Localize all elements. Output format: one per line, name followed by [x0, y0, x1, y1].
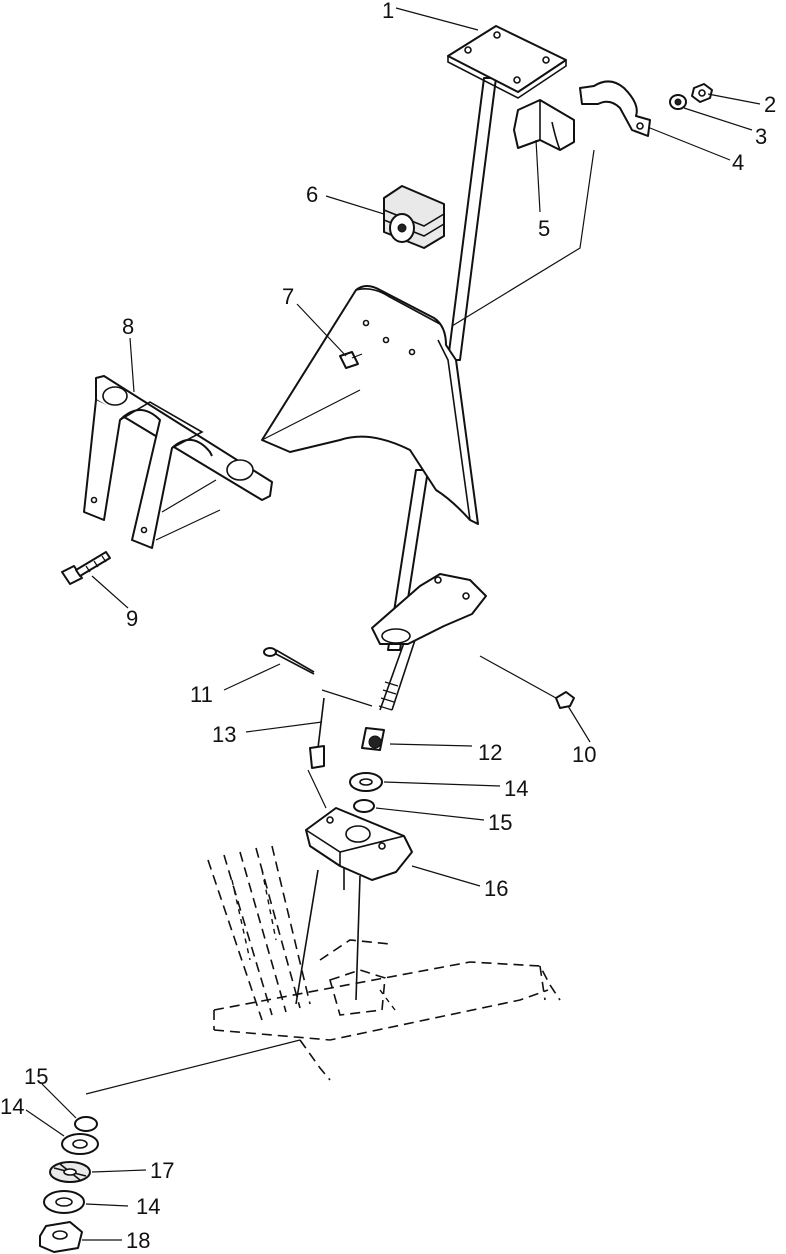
callout-12: 12 — [478, 740, 502, 765]
part-11-cotter-pin — [263, 647, 315, 675]
callout-16: 16 — [484, 876, 508, 901]
callout-17: 17 — [150, 1158, 174, 1183]
callout-1: 1 — [382, 0, 394, 23]
part-16-steering-block — [295, 807, 413, 1005]
callout-18: 18 — [126, 1228, 150, 1253]
callout-14-upper: 14 — [504, 776, 528, 801]
part-15-oring-lower — [74, 1116, 98, 1132]
part-14-washer-lower-2 — [43, 1190, 85, 1214]
part-14-washer-upper — [349, 772, 383, 792]
part-14-washer-lower-1 — [61, 1133, 99, 1155]
frame-dashed-outline — [207, 845, 561, 1081]
callout-7: 7 — [282, 284, 294, 309]
callout-15-upper: 15 — [488, 810, 512, 835]
part-5-bushing-half — [513, 99, 575, 151]
callout-15-lower: 15 — [24, 1064, 48, 1089]
part-2-nut — [691, 83, 713, 103]
callout-14-lower-1: 14 — [0, 1094, 24, 1119]
leader-lines — [25, 7, 761, 1241]
part-4-clamp — [579, 80, 651, 137]
callout-10: 10 — [572, 742, 596, 767]
part-8-bracket — [83, 375, 273, 549]
callout-14-lower-2: 14 — [136, 1194, 160, 1219]
part-6-rubber-bushing — [383, 185, 445, 249]
callout-4: 4 — [732, 150, 744, 175]
callout-5: 5 — [538, 216, 550, 241]
callout-3: 3 — [755, 124, 767, 149]
part-1-top-plate — [447, 25, 567, 99]
part-10-nut — [555, 691, 575, 709]
part-13-pin — [309, 697, 325, 769]
lower-support-plate — [371, 573, 487, 645]
part-15-oring-upper — [353, 799, 375, 813]
callout-13: 13 — [212, 722, 236, 747]
callout-2: 2 — [764, 92, 776, 117]
part-9-bolt — [61, 551, 111, 585]
callout-11: 11 — [190, 682, 213, 707]
console-pod — [261, 285, 479, 525]
part-17-castle-nut — [49, 1161, 91, 1183]
part-3-washer — [669, 94, 687, 110]
callout-9: 9 — [126, 606, 138, 631]
part-7-screw — [339, 351, 363, 369]
part-18-castle-nut — [39, 1221, 83, 1253]
callout-8: 8 — [122, 314, 134, 339]
callout-6: 6 — [306, 182, 318, 207]
